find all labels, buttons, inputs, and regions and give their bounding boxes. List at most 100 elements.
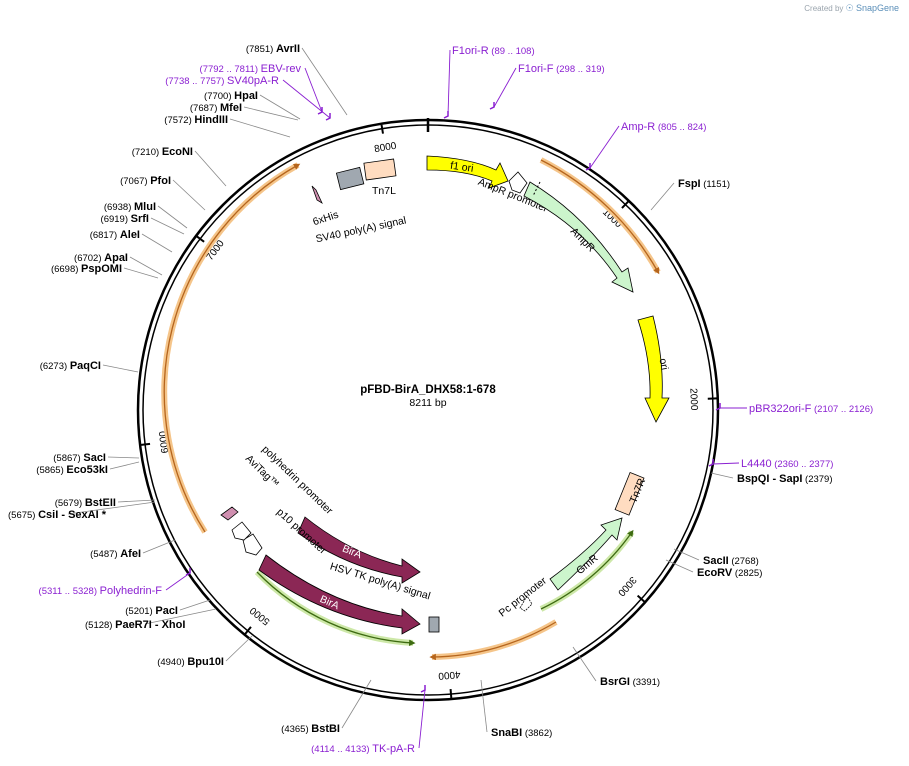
enzyme-position: (7067): [120, 176, 150, 187]
primer-position: (5311 .. 5328): [39, 586, 100, 597]
enzyme-label[interactable]: (7687) MfeI: [190, 102, 242, 114]
enzyme-label[interactable]: (5675) CsiI - SexAI *: [8, 509, 107, 521]
primer-leader-line: [493, 67, 517, 108]
backbone-outer: [136, 118, 720, 702]
primer-arrow: [585, 163, 591, 171]
enzyme-position: (2768): [729, 556, 759, 567]
enzyme-label[interactable]: (4940) Bpu10I: [157, 656, 224, 668]
enzyme-position: (6817): [90, 230, 120, 241]
enzyme-label[interactable]: (5865) Eco53kI: [36, 464, 108, 476]
enzyme-label[interactable]: (5487) AfeI: [90, 548, 141, 560]
feature-pc-promoter-label: Pc promoter: [497, 575, 550, 620]
enzyme-label[interactable]: (6702) ApaI: [74, 252, 128, 264]
credit-prefix: Created by: [804, 4, 844, 13]
enzyme-label[interactable]: (6273) PaqCI: [40, 360, 101, 372]
enzyme-label[interactable]: (6817) AleI: [90, 229, 140, 241]
feature-polyhedrin-promoter-arrow: [231, 521, 252, 541]
feature-tn7l-box: [363, 158, 397, 181]
enzyme-cut-line: [123, 267, 159, 279]
tick-mark: [636, 594, 646, 603]
primer-label[interactable]: F1ori-R (89 .. 108): [452, 45, 535, 57]
enzyme-cut-line: [179, 599, 211, 611]
snapgene-credit: Created by ☉ SnapGene: [804, 3, 899, 14]
enzyme-cut-line: [141, 233, 173, 253]
primer-leader-line: [447, 49, 451, 117]
primer-label[interactable]: (7792 .. 7811) EBV-rev: [200, 63, 302, 75]
enzyme-label[interactable]: (7067) PfoI: [120, 175, 171, 187]
primer-leader-line: [165, 572, 191, 591]
primer-leader-line: [712, 462, 740, 465]
feature-6xhis-label: 6xHis: [311, 209, 340, 229]
enzyme-position: (7851): [246, 44, 276, 55]
enzyme-position: (2825): [732, 568, 762, 579]
enzyme-label[interactable]: (4365) BstBI: [281, 723, 340, 735]
primer-label[interactable]: F1ori-F (298 .. 319): [518, 63, 605, 75]
enzyme-label[interactable]: BspQI - SapI (2379): [737, 473, 833, 485]
enzyme-label[interactable]: (5201) PacI: [125, 605, 178, 617]
enzyme-label[interactable]: SacII (2768): [703, 555, 759, 567]
enzyme-position: (5675): [8, 510, 38, 521]
primer-leader-line: [418, 689, 426, 749]
primer-position: (89 .. 108): [489, 46, 535, 57]
orf-arc-1-core: [540, 159, 660, 275]
enzyme-label[interactable]: (7851) AvrII: [246, 43, 300, 55]
credit-brand: SnapGene: [855, 3, 899, 13]
enzyme-label[interactable]: (7210) EcoNI: [132, 146, 193, 158]
enzyme-cut-line: [665, 559, 694, 573]
primer-name: TK-pA-R: [372, 743, 415, 755]
enzyme-cut-line: [142, 539, 176, 554]
enzyme-name: PacI: [155, 605, 178, 617]
feature-f1-ori-arrow: [426, 155, 509, 189]
enzyme-label[interactable]: EcoRV (2825): [697, 567, 762, 579]
feature-ori-arrow: [637, 315, 670, 423]
feature-tn7l-label: Tn7L: [372, 185, 396, 197]
enzyme-label[interactable]: (5867) SacI: [53, 452, 106, 464]
tick-label: 5000: [248, 604, 273, 627]
enzyme-label[interactable]: FspI (1151): [678, 178, 730, 190]
enzyme-label[interactable]: SnaBI (3862): [491, 727, 552, 739]
primer-label[interactable]: L4440 (2360 .. 2377): [741, 458, 833, 470]
primer-name: Polyhedrin-F: [100, 585, 163, 597]
enzyme-name: CsiI: [38, 509, 58, 521]
snapgene-logo: ☉: [845, 3, 854, 13]
primer-label[interactable]: (4114 .. 4133) TK-pA-R: [311, 743, 415, 755]
enzyme-name: PspOMI: [81, 263, 122, 275]
enzyme-name: EcoNI: [162, 146, 193, 158]
feature-ampr-promoter-arrow: [508, 171, 528, 194]
orf-arc-3-core: [163, 163, 301, 533]
enzyme-position: (3391): [630, 677, 660, 688]
enzyme-label[interactable]: (6698) PspOMI: [51, 263, 122, 275]
enzyme-name: BstEII: [85, 497, 116, 509]
tick-label: 2000: [687, 388, 699, 411]
enzyme-label[interactable]: (5128) PaeR7I - XhoI: [85, 619, 185, 631]
enzyme-label[interactable]: (7572) HindIII: [164, 114, 228, 126]
enzyme-label[interactable]: (7700) HpaI: [204, 90, 258, 102]
enzyme-name: SacI: [83, 452, 106, 464]
enzyme-cut-line: [107, 456, 140, 459]
primer-label[interactable]: Amp-R (805 .. 824): [621, 121, 706, 133]
primer-name: Amp-R: [621, 121, 655, 133]
enzyme-cut-line: [150, 217, 185, 235]
enzyme-label[interactable]: (6938) MluI: [104, 201, 156, 213]
enzyme-cut-line: [301, 47, 348, 116]
feature-ampr-arrow: [523, 181, 634, 293]
plasmid-length: 8211 bp: [409, 397, 446, 409]
enzyme-name: AleI: [120, 229, 140, 241]
primer-label[interactable]: (7738 .. 7757) SV40pA-R: [165, 75, 279, 87]
primer-label[interactable]: pBR322ori-F (2107 .. 2126): [749, 403, 873, 415]
primer-position: (7792 .. 7811): [200, 64, 261, 75]
feature-bira-1-arrow: [297, 516, 421, 584]
enzyme-cut-line: [225, 635, 253, 662]
ampr-dotted-marker: [532, 181, 541, 197]
enzyme-name: PaeR7I: [115, 619, 152, 631]
enzyme-name: BstBI: [311, 723, 340, 735]
primer-label[interactable]: (5311 .. 5328) Polyhedrin-F: [39, 585, 163, 597]
enzyme-label[interactable]: BsrGI (3391): [600, 676, 660, 688]
enzyme-label[interactable]: (6919) SrfI: [101, 213, 149, 225]
enzyme-label[interactable]: (5679) BstEII: [55, 497, 116, 509]
primer-position: (298 .. 319): [553, 64, 604, 75]
primer-arrow: [489, 102, 495, 110]
enzyme-position: (5867): [53, 453, 83, 464]
enzyme-position: (5201): [125, 606, 155, 617]
enzyme-cut-line: [117, 499, 156, 503]
